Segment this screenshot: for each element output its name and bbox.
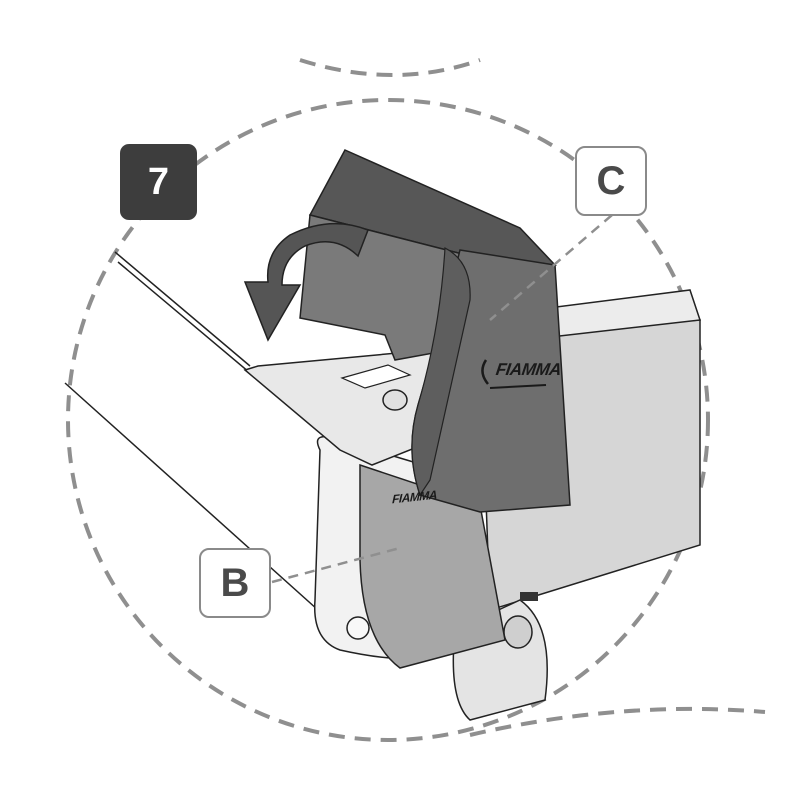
dashed-arc-bottom	[469, 706, 766, 737]
end-cap-cover-b	[359, 463, 506, 669]
leader-line-b	[271, 546, 401, 584]
brand-underline	[489, 384, 547, 389]
leader-line-c	[489, 214, 613, 321]
dashed-detail-circle	[66, 98, 710, 742]
bracket-clip	[520, 592, 538, 601]
bracket-bolt	[503, 615, 533, 649]
callout-label-b: B	[199, 548, 271, 618]
lid-slot	[340, 364, 412, 389]
awning-profile-lines	[64, 251, 319, 611]
dashed-arc-top	[299, 58, 481, 77]
brand-logo-cover: FIAMMA	[494, 360, 563, 379]
hinge-pin	[382, 389, 408, 411]
end-cap-screw	[346, 616, 370, 640]
cover-c-edge	[411, 247, 471, 497]
callout-label-c: C	[575, 146, 647, 216]
rotation-arrow-icon	[243, 222, 369, 342]
brand-emblem-mark	[481, 359, 489, 385]
step-number-badge: 7	[120, 144, 197, 220]
